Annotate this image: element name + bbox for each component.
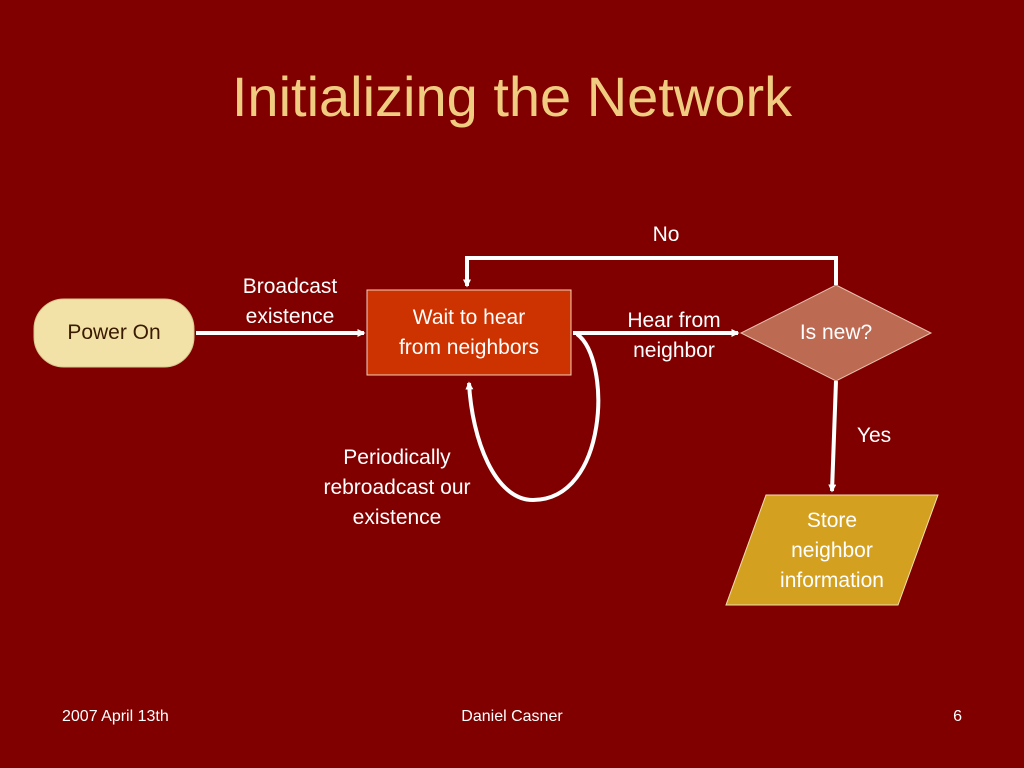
wait-label: Wait to hear from neighbors (367, 290, 571, 375)
store-label: Store neighbor information (762, 505, 902, 597)
no-label: No (652, 223, 680, 246)
footer-date: 2007 April 13th (62, 708, 169, 725)
power-on-text: Power On (67, 321, 161, 344)
power-on-node (33, 298, 195, 368)
edge-rebroadcast-loop (465, 332, 601, 503)
yes-label: Yes (856, 424, 892, 447)
periodically-rebroadcast-label: Periodically rebroadcast our existence (297, 443, 497, 533)
is-new-label: Is new? (741, 285, 931, 381)
store-text-line-3: information (780, 569, 884, 592)
store-node (725, 494, 939, 606)
edge-yes-to-store (828, 380, 838, 493)
periodically-line-1: Periodically (343, 446, 451, 469)
edge-no-loop (463, 256, 838, 288)
periodically-line-3: existence (352, 506, 442, 529)
slide-title: Initializing the Network (231, 65, 793, 128)
wait-node (366, 289, 572, 376)
footer-author: Daniel Casner (461, 708, 563, 725)
power-on-label: Power On (34, 299, 194, 367)
footer-page-number: 6 (953, 708, 962, 725)
wait-text-line-1: Wait to hear (412, 305, 526, 329)
broadcast-existence-label: Broadcast existence (220, 272, 360, 332)
periodically-line-2: rebroadcast our (323, 476, 471, 499)
hear-from-neighbor-label: Hear from neighbor (604, 306, 744, 366)
hear-from-line-2: neighbor (633, 339, 715, 362)
broadcast-line-1: Broadcast (242, 275, 338, 298)
broadcast-line-2: existence (245, 305, 335, 328)
wait-text-line-2: from neighbors (398, 335, 540, 359)
hear-from-line-1: Hear from (627, 309, 721, 332)
is-new-text: Is new? (799, 321, 873, 344)
store-text-line-2: neighbor (791, 539, 873, 562)
store-text-line-1: Store (806, 509, 858, 532)
